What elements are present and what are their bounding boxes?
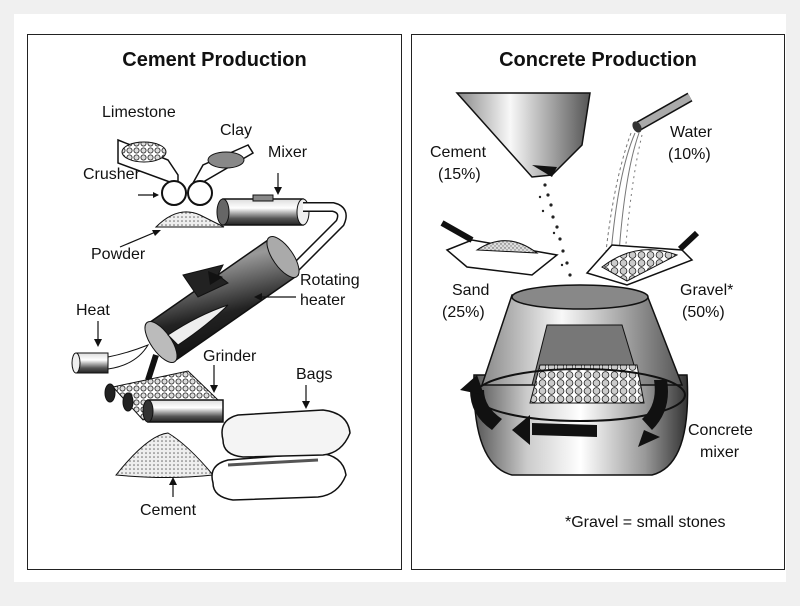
water-pipe [632, 92, 693, 133]
powder-label: Powder [91, 246, 146, 263]
cement-production-panel: Cement Production Limestone Clay Crusher… [27, 34, 402, 570]
gravel-footnote: *Gravel = small stones [565, 514, 726, 531]
cement-hopper [455, 92, 591, 178]
cement-stream [538, 183, 574, 289]
concrete-mixer-label-line2: mixer [700, 444, 740, 461]
bags-label: Bags [296, 366, 333, 383]
water-ingredient-label: Water [670, 124, 713, 141]
concrete-mixer-label-line1: Concrete [688, 422, 753, 439]
figure-sheet: Cement Production Limestone Clay Crusher… [14, 14, 786, 582]
gravel-percent-label: (50%) [682, 304, 725, 321]
heat-label: Heat [76, 302, 110, 319]
cement-panel-title: Cement Production [122, 49, 307, 71]
heat-burner [71, 343, 150, 374]
cement-bags [211, 409, 351, 501]
crusher-label: Crusher [83, 166, 140, 183]
rotating-heater-label-line1: Rotating [300, 272, 360, 289]
grinder-label: Grinder [203, 348, 257, 365]
clay-hopper [191, 144, 255, 186]
concrete-process-illustration [440, 92, 700, 476]
limestone-hopper [117, 138, 179, 187]
concrete-mixer [460, 284, 689, 476]
clay-label: Clay [220, 122, 253, 139]
cement-output-label: Cement [140, 502, 197, 519]
sand-scoop [440, 220, 559, 276]
cement-ingredient-label: Cement [430, 144, 487, 161]
sand-ingredient-label: Sand [452, 282, 490, 299]
concrete-panel-title: Concrete Production [499, 49, 697, 71]
limestone-label: Limestone [102, 104, 176, 121]
crusher-rollers [161, 180, 213, 206]
cement-process-illustration [71, 138, 351, 501]
water-percent-label: (10%) [668, 146, 711, 163]
cement-percent-label: (15%) [438, 166, 481, 183]
gravel-ingredient-label: Gravel* [680, 282, 734, 299]
rotating-heater [144, 236, 300, 363]
mixer-label: Mixer [268, 144, 308, 161]
gravel-scoop [585, 230, 700, 286]
rotating-heater-label-line2: heater [300, 292, 346, 309]
sand-percent-label: (25%) [442, 304, 485, 321]
mixer-drum [216, 194, 310, 226]
grinder [104, 370, 224, 423]
concrete-production-panel: Concrete Production Cement (15%) Water (… [411, 34, 785, 570]
